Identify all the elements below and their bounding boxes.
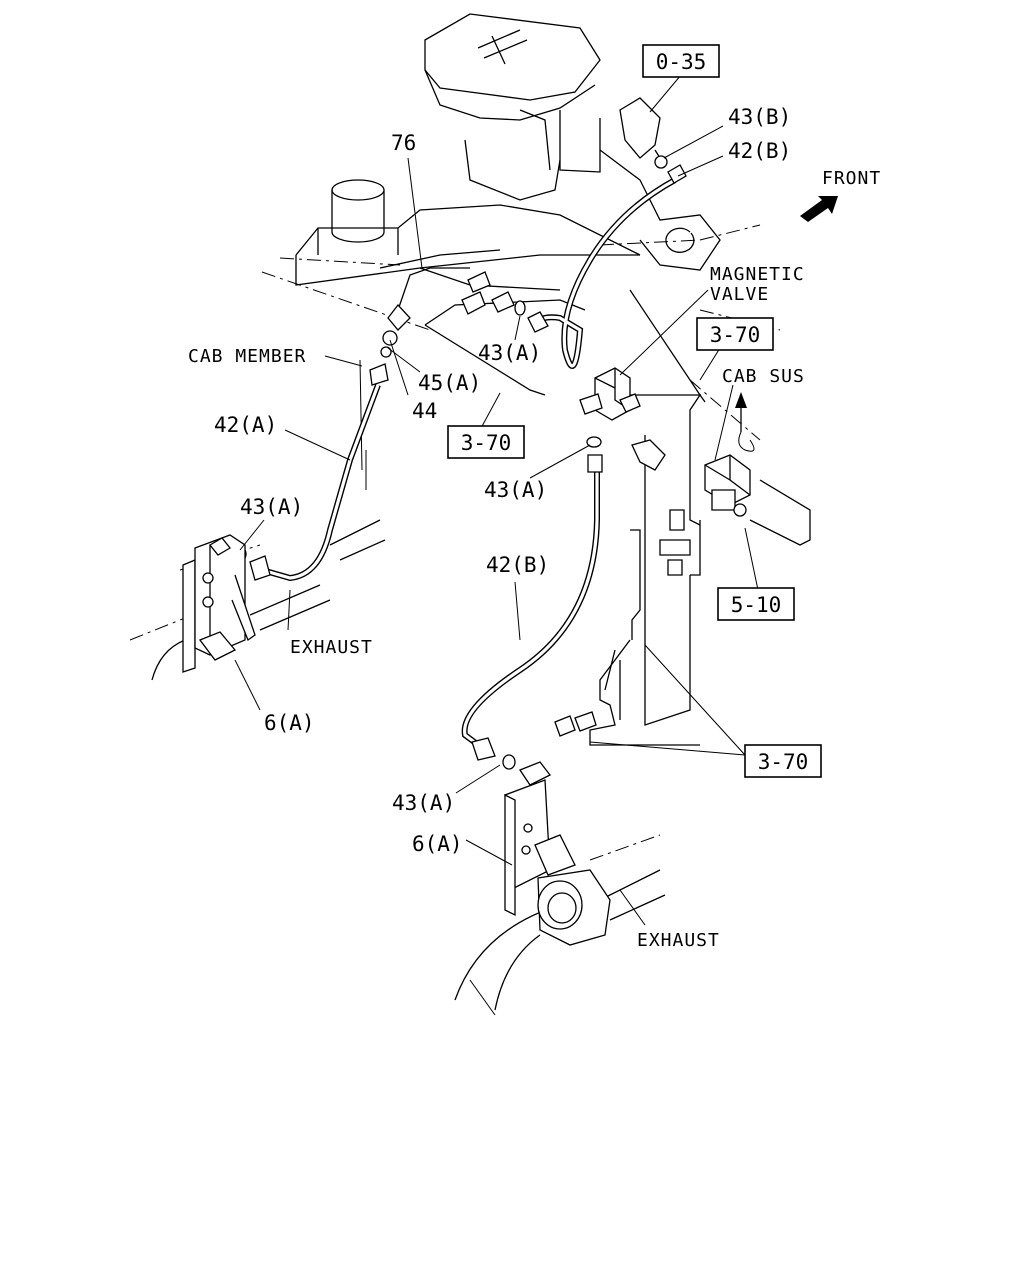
exhaust-bottom-label: EXHAUST [637,930,720,951]
part-42b-center-label: 42(B) [486,553,549,577]
part-43b-label: 43(B) [728,105,791,129]
callout-labels: FRONT MAGNETIC VALVE CAB SUS CAB MEMBER … [188,105,881,951]
ref-box-3-70-right: 3-70 [696,317,774,351]
cab-sus-label: CAB SUS [722,366,805,387]
front-label: FRONT [822,168,881,189]
part-43a-left-label: 43(A) [240,495,303,519]
pipe-76 [397,267,470,311]
exhaust-left-label: EXHAUST [290,637,373,658]
part-42a-label: 42(A) [214,413,277,437]
engine-outline [295,13,721,291]
magnetic-valve-label-line2: VALVE [710,284,769,305]
part-45a-label: 45(A) [418,371,481,395]
part-44-label: 44 [412,399,437,423]
ref-box-0-35: 0-35 [642,44,720,78]
hose-42a [261,383,381,582]
magnetic-valve-label-line1: MAGNETIC [710,264,805,285]
part-6a-left-label: 6(A) [264,711,315,735]
ref-box-3-70-center: 3-70 [447,425,525,459]
hose-42b-center [461,470,600,753]
front-arrow-icon [800,196,838,222]
leader-lines [234,74,759,926]
cab-member-label: CAB MEMBER [188,346,306,367]
ref-3-70-bottom-label: 3-70 [758,750,809,774]
fittings [233,97,755,770]
ref-3-70-right-label: 3-70 [710,323,761,347]
part-43a-center-label: 43(A) [484,478,547,502]
part-42b-top-label: 42(B) [728,139,791,163]
part-43a-mid-label: 43(A) [478,341,541,365]
cylinder-6a-bottom [504,761,611,946]
ref-box-3-70-bottom: 3-70 [744,744,822,778]
ref-3-70-center-label: 3-70 [461,431,512,455]
part-76-label: 76 [391,131,416,155]
ref-box-5-10: 5-10 [717,587,795,621]
part-6a-bottom-label: 6(A) [412,832,463,856]
ref-5-10-label: 5-10 [731,593,782,617]
hose-42b-top [532,177,677,369]
part-43a-bottom-label: 43(A) [392,791,455,815]
cylinder-6a-left [182,534,256,673]
ref-0-35-label: 0-35 [656,50,707,74]
